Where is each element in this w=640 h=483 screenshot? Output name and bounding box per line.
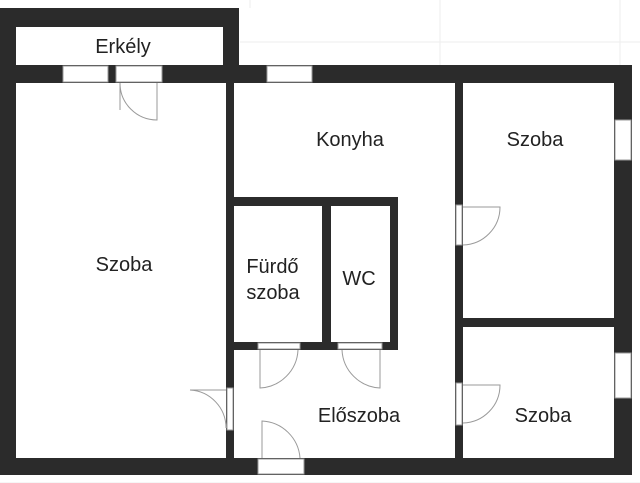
- room-label-left-room: Szoba: [95, 254, 153, 276]
- window: [266, 65, 313, 83]
- room-label-right-top-room: Szoba: [506, 129, 564, 151]
- balcony-door-glass: [115, 65, 163, 83]
- room-label-hallway: Előszoba: [317, 405, 401, 427]
- room-label-balcony: Erkély: [95, 36, 151, 58]
- room-label-bathroom: Fürdő szoba: [246, 254, 299, 306]
- room-label-wc: WC: [342, 268, 376, 290]
- window: [614, 119, 632, 161]
- window: [614, 352, 632, 399]
- windows: [62, 65, 632, 475]
- window: [62, 65, 109, 83]
- bathroom-line1: Fürdő: [246, 256, 299, 278]
- room-label-right-bottom-room: Szoba: [514, 405, 572, 427]
- doors: [119, 82, 501, 459]
- bathroom-line2: szoba: [246, 282, 300, 304]
- entrance-door: [257, 458, 305, 475]
- room-label-kitchen: Konyha: [316, 129, 384, 151]
